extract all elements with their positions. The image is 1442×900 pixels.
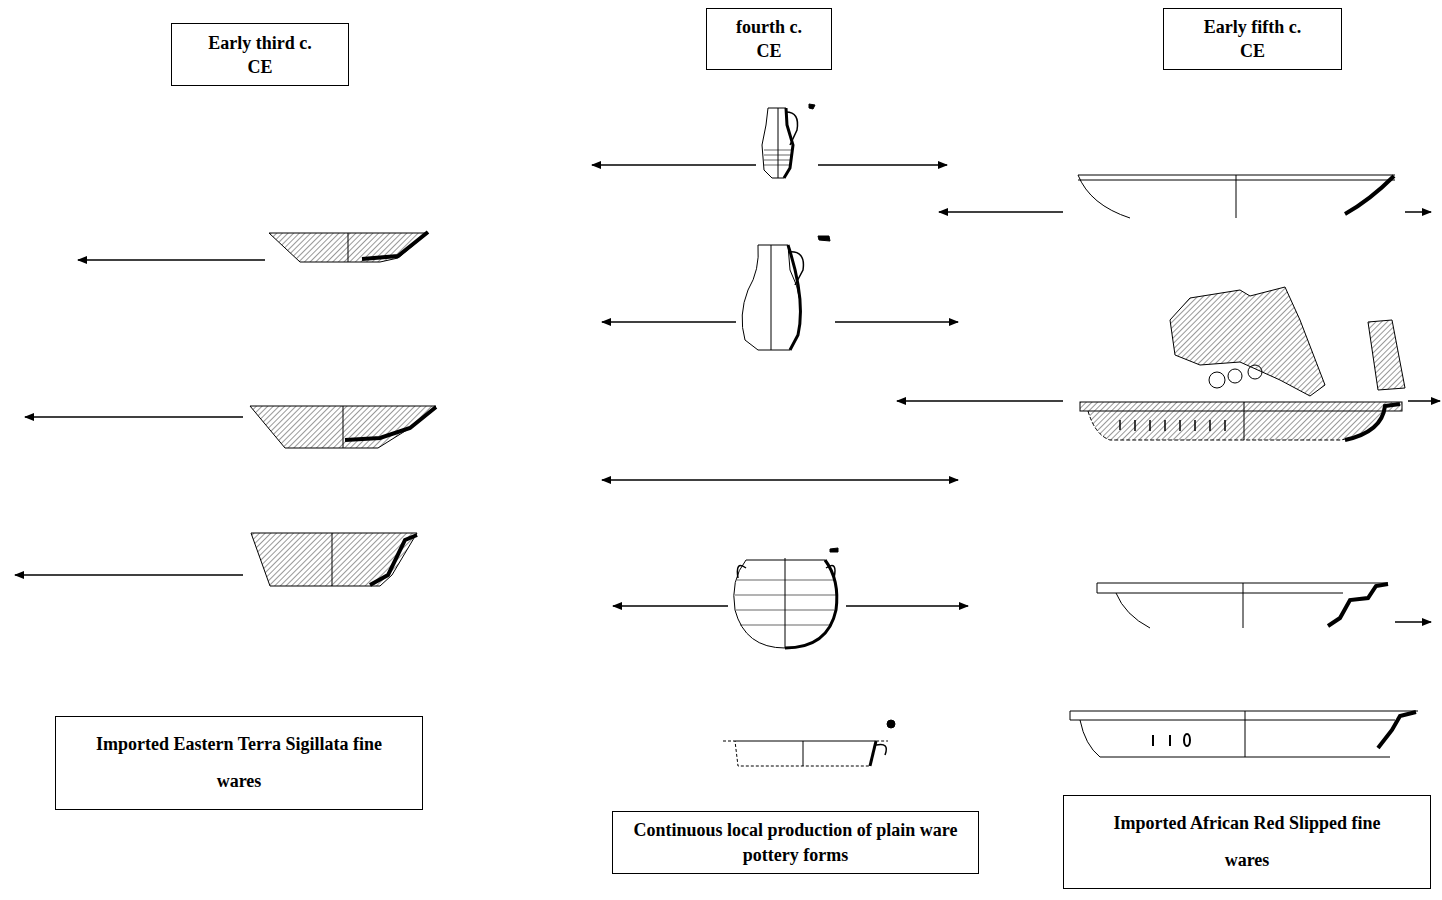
- plain-ware-vessels: [723, 104, 895, 766]
- ware-label-box: Imported Eastern Terra Sigillata fine wa…: [55, 716, 423, 810]
- box-text: Early third c. CE: [200, 31, 320, 79]
- box-text: Continuous local production of plain war…: [618, 818, 973, 868]
- time-arrows: [15, 165, 1440, 622]
- ware-label-box: Imported African Red Slipped fine wares: [1063, 795, 1431, 889]
- ware-label-box: Continuous local production of plain war…: [612, 811, 979, 874]
- box-text: fourth c. CE: [724, 15, 814, 63]
- box-text: Early fifth c. CE: [1193, 15, 1313, 63]
- period-header-box: Early fifth c. CE: [1163, 8, 1342, 70]
- period-header-box: fourth c. CE: [706, 8, 832, 70]
- period-header-box: Early third c. CE: [171, 23, 349, 86]
- box-text: Imported Eastern Terra Sigillata fine wa…: [79, 726, 399, 800]
- box-text: Imported African Red Slipped fine wares: [1097, 805, 1397, 879]
- african-red-slip-plates: [1070, 175, 1418, 757]
- terra-sigillata-dishes: [250, 232, 436, 586]
